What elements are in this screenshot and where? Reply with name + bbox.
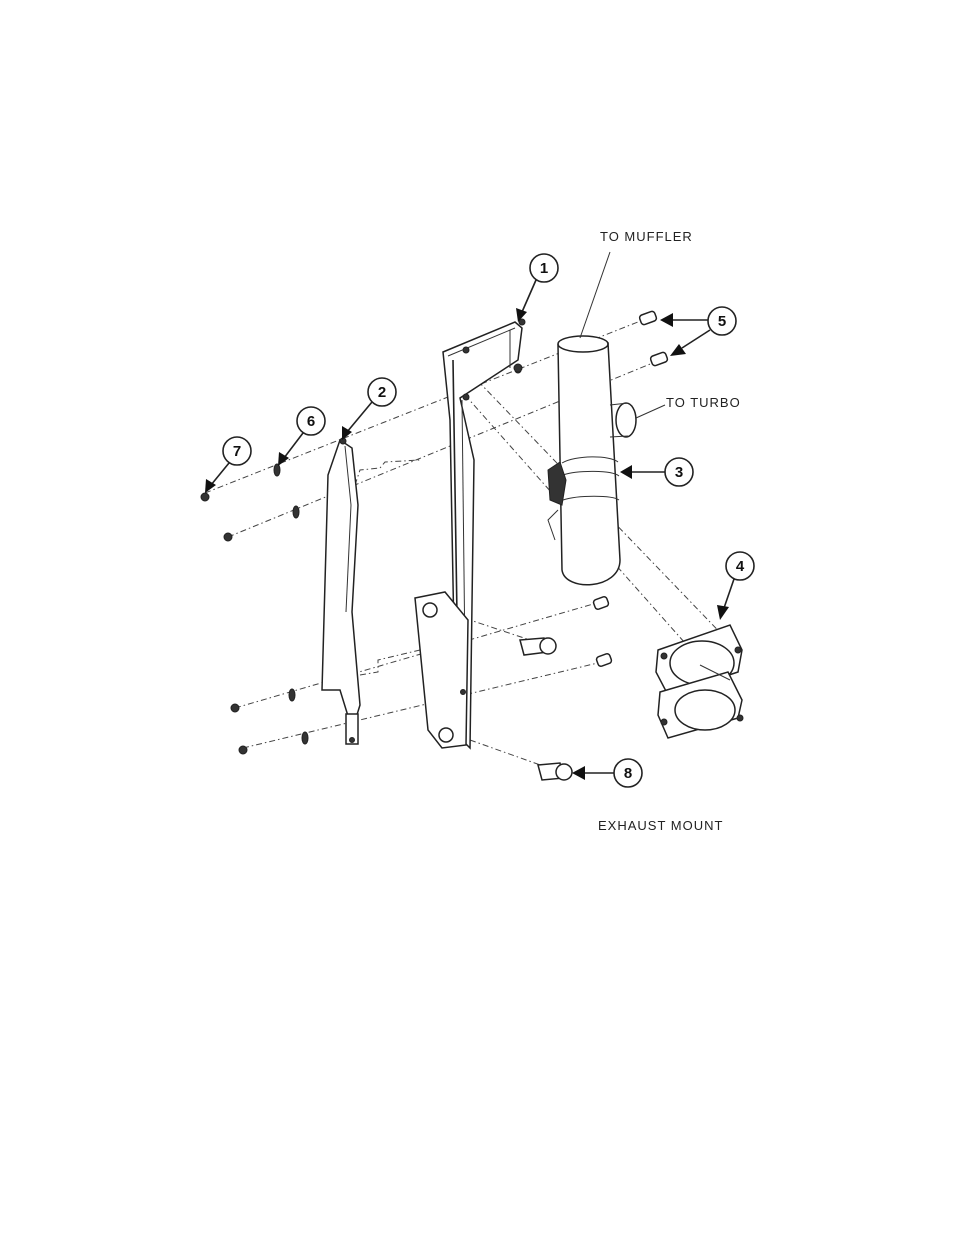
main-bracket	[415, 319, 525, 748]
to-turbo-label: TO TURBO	[666, 395, 741, 410]
svg-text:2: 2	[378, 384, 386, 401]
callout-8: 8	[572, 759, 642, 787]
svg-text:1: 1	[540, 260, 548, 277]
exhaust-mount-caption: EXHAUST MOUNT	[598, 818, 723, 833]
callout-6: 6	[278, 407, 325, 466]
svg-text:4: 4	[736, 558, 745, 575]
svg-text:3: 3	[675, 464, 683, 481]
callout-2: 2	[342, 378, 396, 440]
callout-7: 7	[205, 437, 251, 493]
to-muffler-label: TO MUFFLER	[600, 229, 693, 244]
clamp-part-4	[656, 625, 743, 738]
callout-5: 5	[660, 307, 736, 356]
nuts-part-7	[201, 493, 247, 754]
callout-3: 3	[620, 458, 693, 486]
exhaust-pipe-part-3	[548, 336, 636, 585]
callout-1: 1	[516, 254, 558, 322]
svg-text:5: 5	[718, 313, 726, 330]
svg-text:7: 7	[233, 443, 241, 460]
front-bracket-part-2	[322, 438, 360, 744]
callout-4: 4	[717, 552, 754, 620]
svg-text:8: 8	[624, 765, 632, 782]
svg-text:6: 6	[307, 413, 315, 430]
